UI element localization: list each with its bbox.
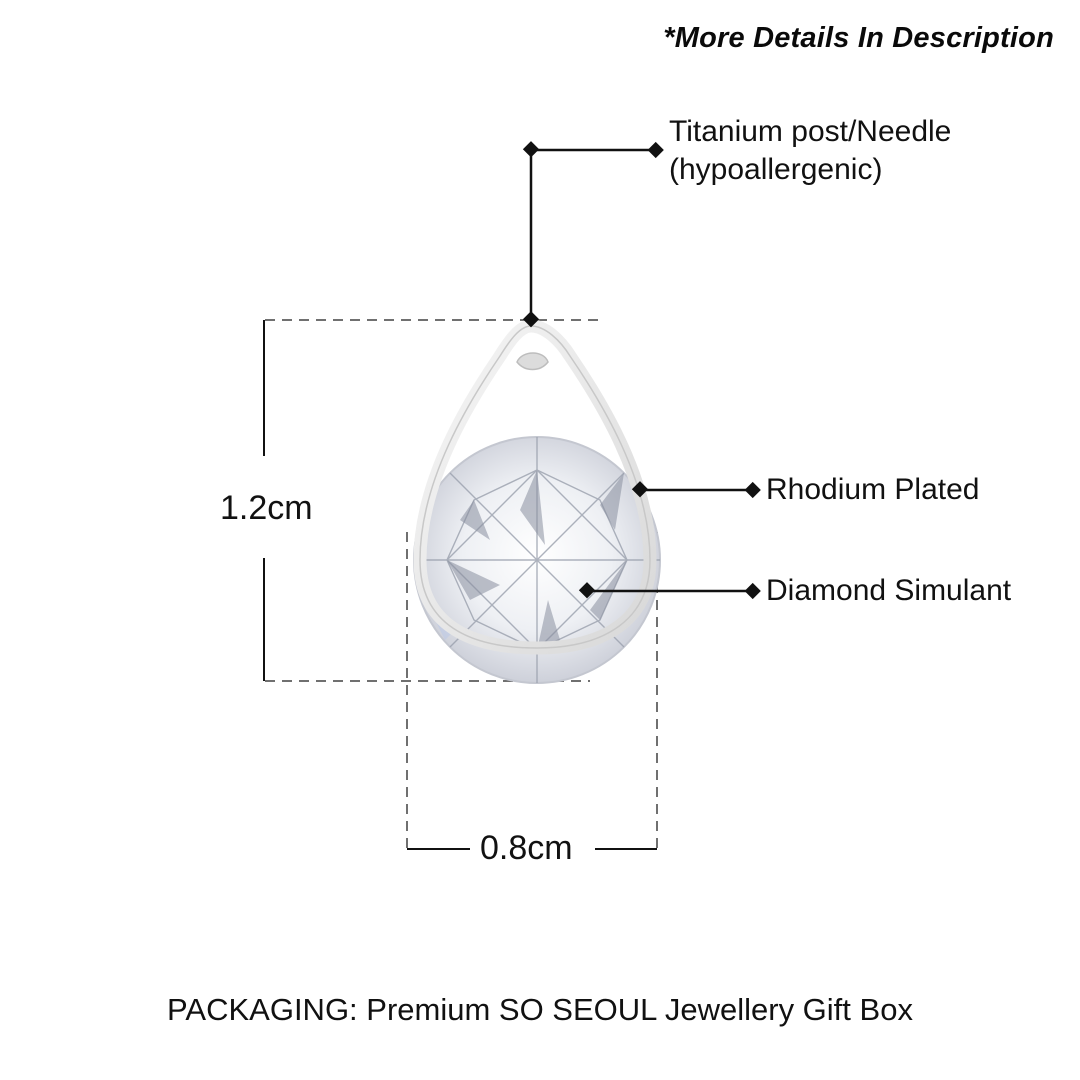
details-note: *More Details In Description xyxy=(663,22,1054,54)
callout-line-stone xyxy=(578,582,761,600)
callout-post-line2: (hypoallergenic) xyxy=(669,153,883,186)
height-dimension-label: 1.2cm xyxy=(220,489,313,527)
callout-label-plating: Rhodium Plated xyxy=(766,473,980,506)
callout-label-stone: Diamond Simulant xyxy=(766,574,1012,607)
width-dimension-label: 0.8cm xyxy=(480,829,573,867)
callout-line-plating xyxy=(631,481,761,499)
callout-line-post xyxy=(522,141,664,328)
callout-label-post: Titanium post/Needle (hypoallergenic) xyxy=(669,113,951,189)
callout-post-line1: Titanium post/Needle xyxy=(669,115,952,148)
metal-frame-image xyxy=(413,319,657,655)
packaging-footer: PACKAGING: Premium SO SEOUL Jewellery Gi… xyxy=(167,992,913,1027)
